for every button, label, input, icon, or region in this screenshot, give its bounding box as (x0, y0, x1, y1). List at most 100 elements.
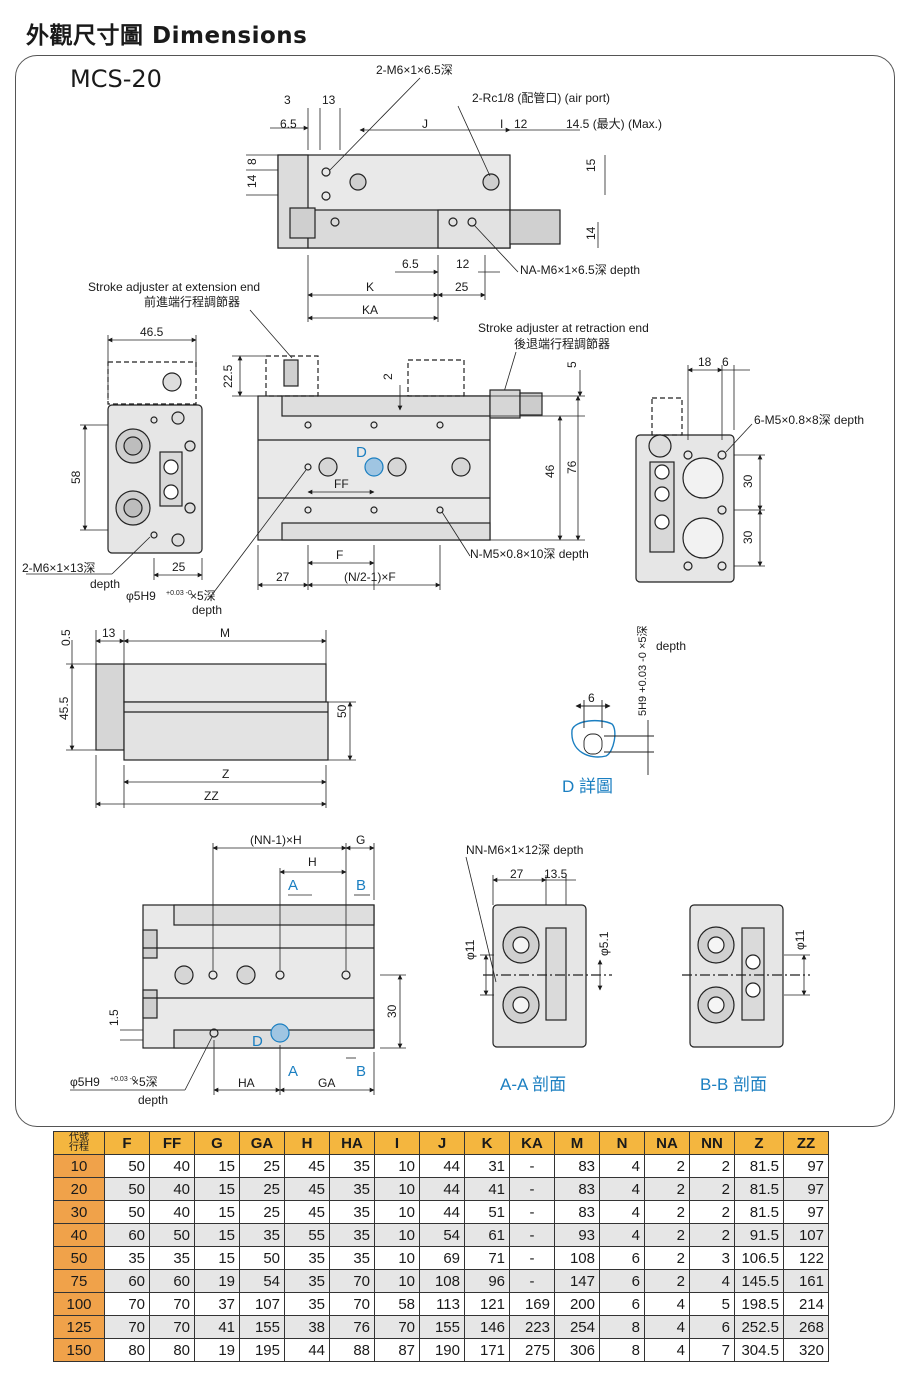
column-header-ka: KA (509, 1131, 555, 1155)
value-cell: 54 (239, 1269, 285, 1293)
value-cell: 198.5 (734, 1292, 784, 1316)
stroke-cell: 125 (53, 1315, 105, 1339)
value-cell: 169 (509, 1292, 555, 1316)
value-cell: 70 (149, 1292, 195, 1316)
label-14: 14 (245, 174, 259, 188)
label-6-5b: 6.5 (402, 257, 419, 271)
label-b-bottom: B (356, 1063, 366, 1080)
label-n2f: (N/2-1)×F (344, 570, 396, 584)
value-cell: 70 (329, 1269, 375, 1293)
stroke-cell: 10 (53, 1154, 105, 1178)
value-cell: 60 (149, 1269, 195, 1293)
value-cell: 15 (194, 1223, 240, 1247)
value-cell: 6 (599, 1269, 645, 1293)
detail-d-view (571, 700, 654, 775)
label-depth-c: depth (138, 1093, 168, 1107)
column-header-zz: ZZ (783, 1131, 829, 1155)
label-6-5: 6.5 (280, 117, 297, 131)
value-cell: 44 (419, 1200, 465, 1224)
label-max: 14.5 (最大) (Max.) (566, 117, 662, 131)
value-cell: - (509, 1223, 555, 1247)
value-cell: 5 (689, 1292, 735, 1316)
label-3: 3 (284, 93, 291, 107)
value-cell: 35 (104, 1246, 150, 1270)
label-6: 6 (722, 355, 729, 369)
value-cell: 45 (284, 1154, 330, 1178)
value-cell: 6 (599, 1292, 645, 1316)
value-cell: 15 (194, 1200, 240, 1224)
value-cell: 60 (104, 1223, 150, 1247)
label-na: NA-M6×1×6.5深 depth (520, 263, 640, 277)
column-header-ga: GA (239, 1131, 285, 1155)
label-ha: HA (238, 1076, 255, 1090)
value-cell: 44 (419, 1177, 465, 1201)
value-cell: 51 (464, 1200, 510, 1224)
value-cell: 81.5 (734, 1200, 784, 1224)
front-view-dims (207, 355, 585, 601)
value-cell: - (509, 1200, 555, 1224)
label-a-top: A (288, 877, 298, 894)
value-cell: 80 (149, 1338, 195, 1362)
value-cell: 19 (194, 1269, 240, 1293)
label-ff: FF (334, 477, 349, 491)
label-m: M (220, 626, 230, 640)
value-cell: 121 (464, 1292, 510, 1316)
bottom-front-view (142, 904, 375, 1049)
value-cell: 69 (419, 1246, 465, 1270)
value-cell: 320 (783, 1338, 829, 1362)
value-cell: 60 (104, 1269, 150, 1293)
value-cell: 96 (464, 1269, 510, 1293)
value-cell: 40 (149, 1154, 195, 1178)
label-18: 18 (698, 355, 712, 369)
value-cell: 254 (554, 1315, 600, 1339)
label-46-5: 46.5 (140, 325, 164, 339)
value-cell: 15 (194, 1154, 240, 1178)
value-cell: 44 (284, 1338, 330, 1362)
corner-code-label: 代號 (69, 1132, 89, 1143)
label-k: K (366, 280, 374, 294)
label-27b: 27 (510, 867, 524, 881)
value-cell: 161 (783, 1269, 829, 1293)
value-cell: 4 (644, 1315, 690, 1339)
value-cell: 40 (149, 1177, 195, 1201)
value-cell: 155 (419, 1315, 465, 1339)
front-view (257, 355, 543, 541)
value-cell: 35 (284, 1269, 330, 1293)
value-cell: 83 (554, 1177, 600, 1201)
column-header-g: G (194, 1131, 240, 1155)
label-14b: 14 (584, 226, 598, 240)
value-cell: 155 (239, 1315, 285, 1339)
stroke-cell: 100 (53, 1292, 105, 1316)
column-header-i: I (374, 1131, 420, 1155)
column-header-h: H (284, 1131, 330, 1155)
label-detail-title: D 詳圖 (562, 777, 613, 796)
value-cell: 70 (329, 1292, 375, 1316)
value-cell: 10 (374, 1223, 420, 1247)
value-cell: 113 (419, 1292, 465, 1316)
value-cell: 200 (554, 1292, 600, 1316)
stroke-cell: 75 (53, 1269, 105, 1293)
column-header-ha: HA (329, 1131, 375, 1155)
value-cell: 35 (329, 1246, 375, 1270)
label-15: 15 (584, 158, 598, 172)
label-phi11: φ11 (463, 939, 477, 960)
value-cell: 41 (194, 1315, 240, 1339)
value-cell: 25 (239, 1154, 285, 1178)
value-cell: 107 (239, 1292, 285, 1316)
value-cell: 4 (599, 1223, 645, 1247)
label-n-m5: N-M5×0.8×10深 depth (470, 547, 589, 561)
column-header-m: M (554, 1131, 600, 1155)
value-cell: 70 (149, 1315, 195, 1339)
value-cell: 268 (783, 1315, 829, 1339)
value-cell: 190 (419, 1338, 465, 1362)
label-b-top: B (356, 877, 366, 894)
top-view (277, 154, 561, 249)
label-tol-a: +0.03 -0 (166, 590, 192, 597)
value-cell: - (509, 1154, 555, 1178)
value-cell: 25 (239, 1177, 285, 1201)
value-cell: 306 (554, 1338, 600, 1362)
